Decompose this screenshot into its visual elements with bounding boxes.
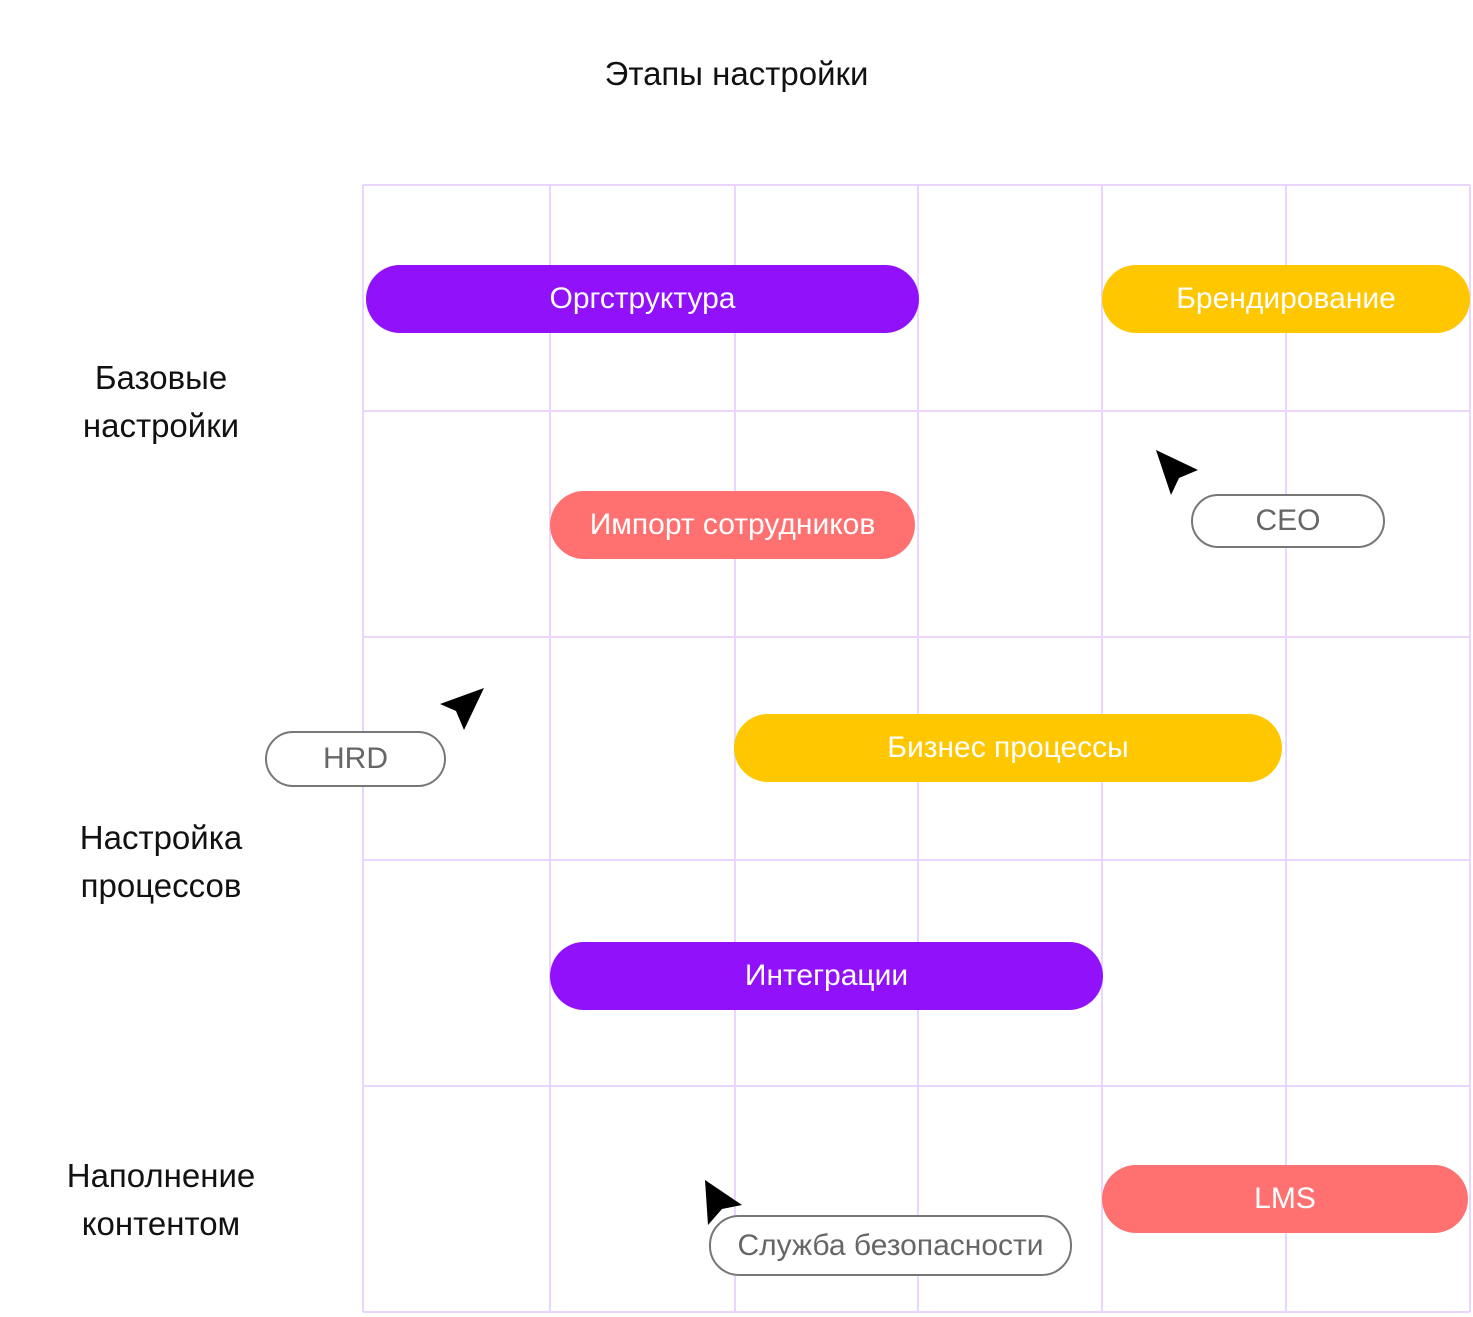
role-tag-label: Служба безопасности [737, 1228, 1044, 1262]
bar-label: Бизнес процессы [887, 731, 1129, 764]
bar-label: Импорт сотрудников [589, 508, 876, 541]
bar-label: Брендирование [1176, 282, 1396, 315]
bar-business-processes: Бизнес процессы [734, 714, 1282, 782]
bar-org-structure: Оргструктура [366, 265, 919, 333]
bar-label: Интеграции [744, 959, 909, 992]
bar-employee-import: Импорт сотрудников [550, 491, 915, 559]
bar-lms: LMS [1102, 1165, 1468, 1233]
cursor-arrow-icon [1156, 450, 1198, 495]
cursor-arrow-icon [440, 688, 484, 730]
row-label-base-settings: Базовые настройки [0, 354, 322, 450]
role-tag-ceo: CEO [1191, 494, 1385, 548]
role-tag-label: CEO [1255, 504, 1321, 537]
role-tag-label: HRD [323, 742, 388, 775]
bar-integrations: Интеграции [550, 942, 1103, 1010]
row-label-content: Наполнение контентом [0, 1152, 322, 1248]
row-label-line: контентом [81, 1205, 241, 1242]
row-label-line: Настройка [79, 819, 243, 856]
bar-branding: Брендирование [1102, 265, 1470, 333]
row-label-line: процессов [80, 867, 242, 904]
diagram-title: Этапы настройки [604, 55, 869, 92]
row-label-line: настройки [82, 407, 240, 444]
cursor-arrow-icon [705, 1180, 742, 1225]
bar-label: Оргструктура [549, 282, 736, 315]
row-label-line: Базовые [94, 359, 228, 396]
row-label-line: Наполнение [66, 1157, 256, 1194]
role-tag-security-service: Служба безопасности [709, 1215, 1072, 1276]
role-tag-hrd: HRD [265, 731, 446, 787]
bar-label: LMS [1254, 1182, 1316, 1215]
row-label-process-setup: Настройка процессов [0, 814, 322, 910]
